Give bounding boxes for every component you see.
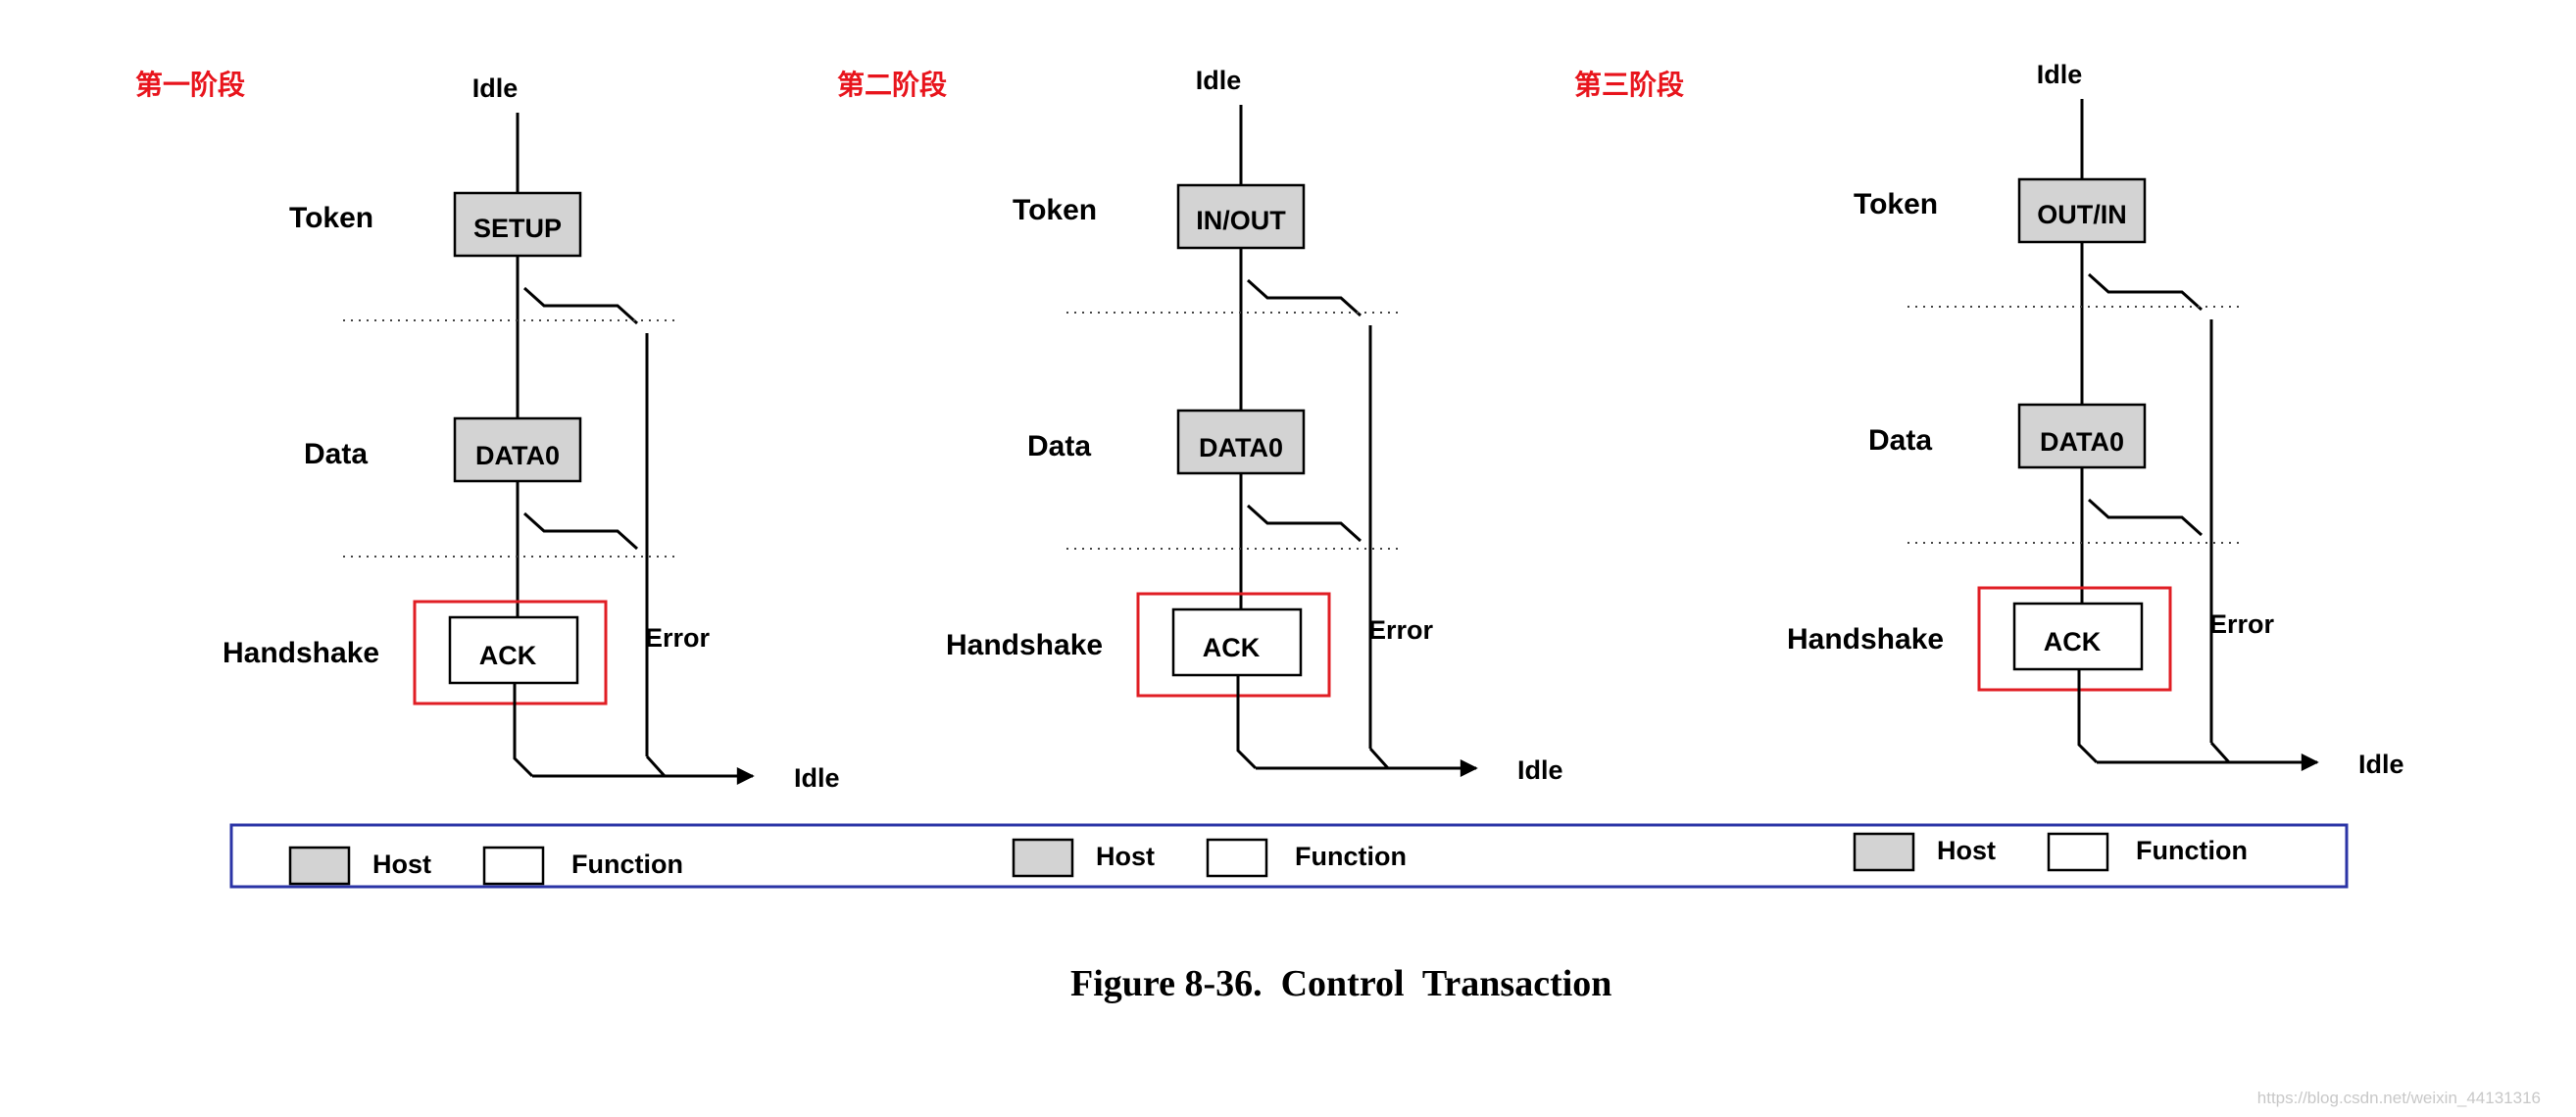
data-packet-box bbox=[1176, 409, 1306, 475]
handshake-packet-label: ACK bbox=[479, 641, 537, 670]
error-join bbox=[1368, 747, 1390, 770]
legend: Host Function Host Function Host Functio… bbox=[229, 823, 2349, 889]
stage-label: 第二阶段 bbox=[837, 69, 947, 101]
data-phase-label: Data bbox=[1027, 430, 1091, 462]
idle-end-label: Idle bbox=[1517, 755, 1563, 785]
stage-label: 第一阶段 bbox=[135, 69, 245, 101]
handshake-packet-label: ACK bbox=[1203, 633, 1261, 662]
legend-function-swatch bbox=[2047, 832, 2109, 872]
legend-host-swatch bbox=[288, 846, 351, 886]
data-phase-label: Data bbox=[304, 438, 368, 470]
error-branch bbox=[1246, 278, 1362, 317]
idle-start-label: Idle bbox=[1196, 66, 1242, 95]
error-branch bbox=[1246, 504, 1362, 543]
token-packet-label: IN/OUT bbox=[1196, 206, 1286, 235]
legend-function-swatch bbox=[1206, 838, 1268, 878]
error-branch bbox=[522, 511, 639, 551]
legend-function-label: Function bbox=[2136, 836, 2248, 865]
legend-host-swatch bbox=[1012, 838, 1074, 878]
handshake-phase-label: Handshake bbox=[1787, 623, 1944, 656]
legend-group-3: Host Function bbox=[1853, 832, 2248, 872]
error-label: Error bbox=[645, 623, 711, 653]
data-packet-label: DATA0 bbox=[2040, 427, 2124, 457]
error-label: Error bbox=[2209, 609, 2275, 639]
handshake-highlight-frame bbox=[1977, 586, 2172, 692]
token-packet-box bbox=[2017, 177, 2147, 244]
legend-function-label: Function bbox=[571, 850, 683, 879]
token-phase-label: Token bbox=[289, 202, 373, 234]
flow-line bbox=[513, 683, 534, 778]
idle-end-label: Idle bbox=[794, 763, 840, 793]
legend-host-label: Host bbox=[1937, 836, 1996, 865]
watermark-text: https://blog.csdn.net/weixin_44131316 bbox=[2257, 1089, 2541, 1107]
idle-start-label: Idle bbox=[2037, 60, 2083, 89]
error-branch bbox=[522, 286, 639, 325]
legend-group-2: Host Function bbox=[1012, 838, 1407, 878]
legend-function-swatch bbox=[482, 846, 545, 886]
data-packet-box bbox=[2017, 403, 2147, 469]
data-packet-box bbox=[453, 416, 582, 483]
stage-2: 第二阶段 Idle Token IN/OUT Data DATA0 Error … bbox=[837, 66, 1563, 785]
idle-end-label: Idle bbox=[2358, 750, 2404, 779]
stage-3: 第三阶段 Idle Token OUT/IN Data DATA0 Error … bbox=[1574, 60, 2404, 779]
handshake-phase-label: Handshake bbox=[946, 629, 1103, 661]
flow-line bbox=[2077, 669, 2099, 764]
legend-host-swatch bbox=[1853, 832, 1915, 872]
error-label: Error bbox=[1368, 615, 1434, 645]
handshake-highlight-frame bbox=[413, 600, 608, 705]
figure-caption: Figure 8-36. Control Transaction bbox=[1070, 963, 1611, 1004]
error-branch bbox=[2087, 272, 2204, 312]
legend-frame bbox=[229, 823, 2349, 889]
stage-1: 第一阶段 Idle Token SETUP Data DATA0 Error H… bbox=[135, 69, 840, 793]
token-packet-box bbox=[1176, 183, 1306, 250]
data-phase-label: Data bbox=[1868, 424, 1932, 457]
handshake-packet-box bbox=[1171, 607, 1303, 677]
handshake-packet-label: ACK bbox=[2044, 627, 2102, 656]
legend-host-label: Host bbox=[372, 850, 431, 879]
data-packet-label: DATA0 bbox=[475, 441, 560, 470]
token-phase-label: Token bbox=[1013, 194, 1097, 226]
error-join bbox=[645, 754, 667, 778]
idle-start-label: Idle bbox=[472, 73, 519, 103]
error-branch bbox=[2087, 498, 2204, 537]
legend-host-label: Host bbox=[1096, 842, 1155, 871]
legend-function-label: Function bbox=[1295, 842, 1407, 871]
error-join bbox=[2209, 741, 2231, 764]
handshake-packet-box bbox=[2012, 602, 2144, 671]
data-packet-label: DATA0 bbox=[1199, 433, 1283, 462]
legend-group-1: Host Function bbox=[288, 846, 683, 886]
handshake-phase-label: Handshake bbox=[223, 637, 379, 669]
token-packet-label: OUT/IN bbox=[2037, 200, 2127, 229]
token-phase-label: Token bbox=[1854, 188, 1938, 220]
flow-line bbox=[1236, 675, 1258, 770]
token-packet-label: SETUP bbox=[473, 214, 562, 243]
handshake-highlight-frame bbox=[1136, 592, 1331, 698]
stage-label: 第三阶段 bbox=[1574, 69, 1684, 101]
